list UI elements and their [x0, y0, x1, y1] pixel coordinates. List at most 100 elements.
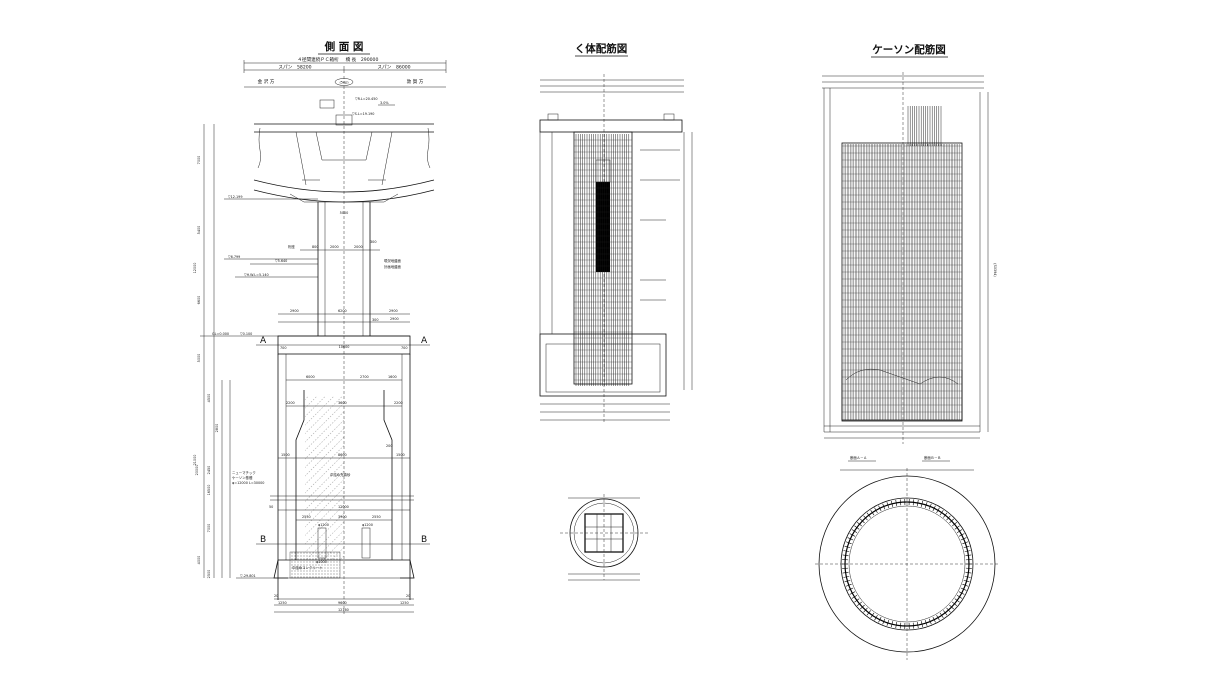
ring-rebar-tick: [960, 587, 967, 591]
ring-rebar-tick: [866, 610, 871, 616]
vertical-dimension: 20000: [195, 465, 199, 476]
ring-rebar-tick: [870, 509, 875, 516]
ring-rebar-tick: [960, 537, 967, 541]
dim-2700: 2700: [360, 375, 369, 379]
ring-rebar-tick: [949, 604, 954, 610]
ring-rebar-tick: [965, 571, 972, 574]
dim-700b: 700: [401, 346, 407, 350]
ring-rebar-tick: [899, 622, 902, 629]
ground-level-label: GL=0.000: [212, 332, 229, 336]
ring-rebar-tick: [962, 541, 969, 545]
vertical-dimension-labels: 7000540012000660050004500280024502100020…: [193, 156, 219, 579]
dim-phi1200a: φ1200: [318, 523, 329, 527]
ring-rebar-tick: [920, 621, 924, 628]
elevation-6799-label: ▽6.799: [228, 255, 240, 259]
caisson-name-label: ニューマチック: [232, 470, 256, 475]
ring-rebar-tick: [842, 571, 849, 574]
vertical-dimension: 4000: [197, 556, 201, 565]
ring-rebar-tick: [857, 601, 862, 607]
ring-rebar-tick: [844, 545, 851, 549]
dim-20a: 20: [274, 594, 278, 598]
caisson-name-label2: ケーソン基礎: [232, 475, 253, 480]
vertical-dimension: 7000: [207, 524, 211, 533]
ring-rebar-tick: [943, 512, 948, 518]
ring-rebar-tick: [939, 509, 944, 516]
dim-1500a: 1500: [281, 453, 290, 457]
dim-2900b: 2900: [389, 309, 398, 313]
title-side-view: 側 面 図: [324, 40, 364, 53]
bridge-length-label: 橋 長 290000: [346, 56, 379, 63]
direction-right-label: 敦 賀 方: [407, 78, 424, 85]
span-right-label: スパン 86000: [377, 65, 410, 71]
dim-300a: 300: [370, 240, 376, 244]
elevation-5640-label: ▽5.640: [275, 259, 287, 263]
dim-700a: 700: [280, 346, 286, 350]
ring-rebar-tick: [849, 591, 856, 595]
slope-label: 3.0%: [380, 101, 389, 105]
span-left-label: スパン 58200: [278, 65, 311, 71]
ring-rebar-tick: [956, 529, 963, 533]
vertical-dimension: 5400: [197, 226, 201, 235]
fill-concrete-label: 中詰めコンクリート: [292, 565, 323, 570]
dim-10600: 10600: [339, 345, 350, 349]
ring-rebar-tick: [965, 554, 972, 557]
vertical-dimension: 2800: [215, 424, 219, 433]
dim-2550a: 2550: [302, 515, 311, 519]
body-rebar-drawing: [539, 74, 693, 581]
dim-20b: 20: [406, 594, 410, 598]
ring-rebar-tick: [845, 583, 852, 587]
title-caisson-rebar: ケーソン配筋図: [872, 43, 946, 56]
section-b-right: B: [421, 535, 427, 545]
ring-rebar-tick: [854, 525, 860, 530]
ring-rebar-tick: [958, 591, 965, 595]
pier-number-label: (54p): [339, 81, 349, 85]
ring-rebar-tick: [847, 587, 854, 591]
caisson-dims-label: φ=12000 L=30000: [232, 481, 264, 485]
ring-rebar-tick: [964, 575, 971, 578]
ring-rebar-tick: [952, 521, 957, 527]
ring-rebar-tick: [886, 620, 890, 626]
vertical-dimension: 7000: [197, 156, 201, 165]
ring-rebar-tick: [916, 499, 919, 506]
elevation-0100-label: ▽0.100: [240, 332, 252, 336]
dim-2900c: 2900: [390, 317, 399, 321]
dim-6000: 6000: [306, 375, 315, 379]
ring-rebar-tick: [928, 618, 932, 625]
dim-phi1000: φ1000: [316, 560, 327, 564]
ring-rebar-tick: [895, 622, 898, 629]
design-ground-label: 計画地盤面: [384, 264, 402, 269]
ring-rebar-tick: [899, 499, 902, 506]
ring-rebar-tick: [963, 579, 970, 583]
elevation-rl-label: ▽R.L=20.450: [355, 97, 378, 101]
dim-1600: 1600: [388, 375, 397, 379]
dim-2000a: 2000: [330, 245, 339, 249]
ring-rebar-tick: [952, 601, 957, 607]
direction-left-label: 金 沢 方: [258, 78, 275, 85]
dim-2200a: 2200: [286, 401, 295, 405]
ring-rebar-tick: [874, 507, 878, 514]
ring-rebar-tick: [845, 541, 852, 545]
ring-rebar-tick: [844, 579, 851, 583]
dim-1250a: 1250: [278, 601, 287, 605]
caisson-rebar-drawing: (S0394) 断面Ａ－Ａ 断面Ｂ－Ｂ: [815, 72, 1000, 660]
ring-rebar-tick: [964, 550, 971, 553]
ring-rebar-tick: [851, 529, 858, 533]
ring-rebar-tick: [882, 503, 886, 510]
dim-50: 50: [269, 505, 273, 509]
dim-6200: 6200: [338, 309, 347, 313]
dim-9600: 9600: [338, 601, 347, 605]
ring-rebar-tick: [886, 502, 890, 508]
dim-1500b: 1500: [396, 453, 405, 457]
ring-rebar-tick: [843, 575, 850, 578]
vertical-dimension: 12000: [193, 263, 197, 274]
ring-rebar-tick: [954, 525, 960, 530]
ring-rebar-tick: [863, 515, 868, 521]
bridge-type-label: ４径間連続ＰＣ箱桁: [297, 56, 339, 63]
ring-rebar-tick: [866, 512, 871, 518]
vertical-dimension: 2450: [207, 466, 211, 475]
ring-rebar-tick: [946, 607, 951, 613]
vertical-dimension: 6600: [197, 296, 201, 305]
ring-rebar-tick: [936, 614, 940, 621]
caisson-vertical-label: (S0394): [993, 263, 997, 277]
ring-rebar-tick: [874, 614, 878, 621]
